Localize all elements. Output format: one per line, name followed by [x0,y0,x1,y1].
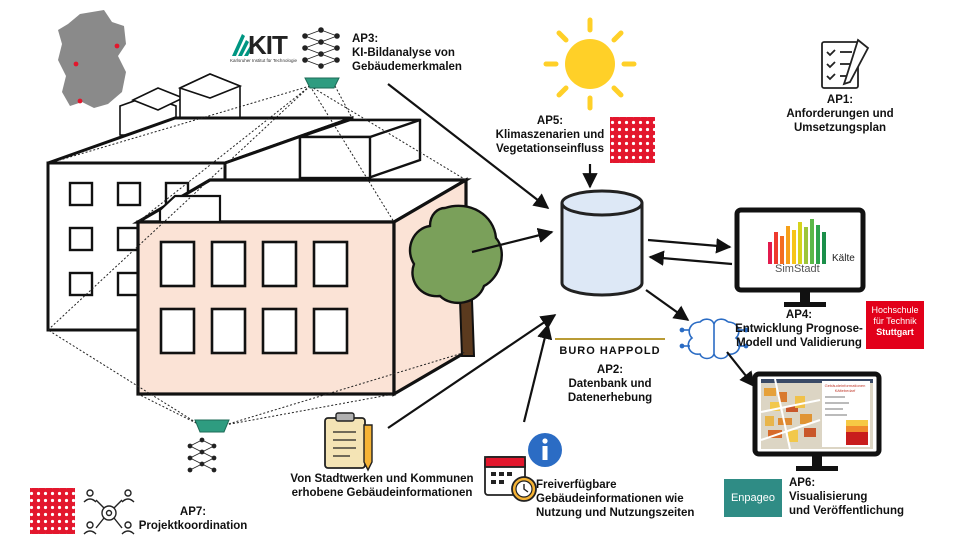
monitor-icon [734,207,866,307]
simstadt-wordmark: SimStadt [775,263,820,275]
label-line: und Veröffentlichung [789,505,904,517]
label-ap3: AP3: KI-Bildanalyse von Gebäudemerkmalen [352,32,462,74]
label-line: Datenbank und [568,378,652,390]
dot-grid-logo [610,117,655,163]
ai-brain-icon [679,318,749,360]
dot-grid-logo [30,488,75,534]
label-line: Modell und Validierung [736,337,862,349]
label-line: Klimaszenarien und [495,129,605,141]
label-ap5: AP5: Klimaszenarien und Vegetationseinfl… [490,114,610,156]
enpageo-logo: Enpageo [724,479,782,517]
label-line: Vegetationseinfluss [495,143,604,155]
kit-logo: KIT Karlsruher Institut für Technologie [230,30,300,64]
label-line: Umsetzungsplan [793,122,886,134]
background-houses [119,73,243,136]
kit-wordmark: KIT [248,30,288,60]
label-ap2: AP2: Datenbank und Datenerhebung [555,363,665,405]
label-code: AP4: [785,309,813,321]
monitor-icon [752,371,882,471]
label-line: Anforderungen und [786,108,894,120]
label-line: Projektkoordination [138,520,248,532]
label-line: Datenerhebung [567,392,653,404]
front-building [132,177,472,397]
label-line: Visualisierung [789,491,868,503]
label-code: AP5: [536,115,564,127]
label-freiverfuegbar: Freiverfügbare Gebäudeinformationen wie … [536,478,694,520]
label-line: Nutzung und Nutzungszeiten [536,507,695,519]
label-code: AP1: [826,94,854,106]
label-ap7: AP7: Projektkoordination [138,505,248,533]
label-line: Gebäudemerkmalen [352,61,462,73]
database-icon [560,189,644,297]
hft-line: Stuttgart [876,327,914,337]
drone-bottom [194,419,230,433]
sun-icon [543,17,637,111]
flow-arrows [387,83,755,429]
label-stadtwerke: Von Stadtwerken und Kommunen erhobene Ge… [282,472,482,500]
label-code: AP6: [789,477,816,489]
buro-happold-wordmark: BURO HAPPOLD [559,345,661,357]
info-icon [528,433,562,467]
neural-network-icon [187,437,217,473]
label-line: erhobene Gebäudeinformationen [291,487,473,499]
checklist-icon [821,38,870,89]
label-line: KI-Bildanalyse von [352,47,455,59]
label-code: AP2: [596,364,624,376]
hft-line: für Technik [873,316,917,326]
team-network-icon [83,489,135,535]
label-ap6: AP6: Visualisierung und Veröffentlichung [789,476,904,518]
kit-wing-icon [232,34,252,56]
simstadt-tag: Kälte [830,253,857,264]
label-code: AP3: [352,33,379,45]
label-line: Freiverfügbare [536,479,617,491]
label-ap1: AP1: Anforderungen und Umsetzungsplan [785,93,895,135]
kit-subtitle: Karlsruher Institut für Technologie [230,58,297,63]
map-panel-title: Gebäudeinformationen Kältebedarf [824,383,866,393]
clipboard-icon [324,412,373,472]
neural-network-icon [302,27,340,69]
buro-happold-bar [555,338,665,340]
germany-map-icon [58,10,126,108]
hft-line: Hochschule [871,305,919,315]
tree-icon [408,204,503,357]
label-line: Gebäudeinformationen wie [536,493,684,505]
roof-block [298,118,422,180]
calendar-clock-icon [484,456,537,502]
label-code: AP7: [179,506,207,518]
buro-happold-logo: BURO HAPPOLD [555,338,665,360]
label-ap4: AP4: Entwicklung Prognose- Modell und Va… [734,308,864,350]
label-line: Von Stadtwerken und Kommunen [290,473,474,485]
hft-stuttgart-logo: Hochschule für Technik Stuttgart [866,301,924,349]
label-line: Entwicklung Prognose- [735,323,863,335]
scan-lines [47,85,467,426]
drone-top [304,77,340,89]
